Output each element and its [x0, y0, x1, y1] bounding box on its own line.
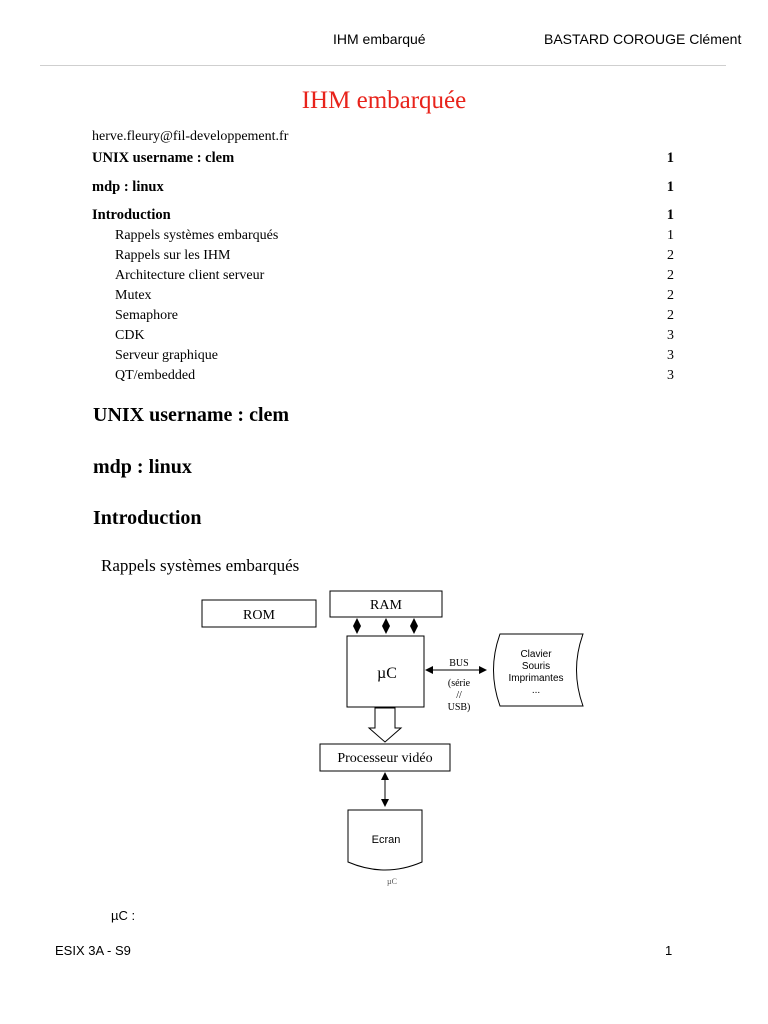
heading-unix-username: UNIX username : clem: [93, 404, 290, 426]
heading-mdp: mdp : linux: [93, 456, 192, 478]
rom-label: ROM: [243, 608, 275, 623]
toc-entry-label: Rappels systèmes embarqués: [115, 228, 279, 243]
architecture-diagram: ROM RAM µC BUS (série // USB) Clavier So…: [201, 590, 584, 886]
toc-entry-label: mdp : linux: [92, 179, 164, 195]
document-title: IHM embarquée: [301, 87, 467, 114]
toc-entry-page: 3: [667, 348, 674, 363]
ram-box: [329, 590, 443, 618]
toc-entry[interactable]: Introduction 1: [92, 207, 676, 223]
toc-entry[interactable]: CDK 3: [115, 328, 676, 344]
toc-entry-page: 3: [667, 368, 674, 383]
toc-entry-page: 3: [667, 328, 674, 343]
header-center-text: IHM embarqué: [333, 31, 426, 47]
screen-label: Ecran: [372, 834, 401, 846]
screen-shape: [347, 809, 423, 871]
uc-video-arrow: [367, 707, 403, 743]
header-author: BASTARD COROUGE Clément: [544, 31, 742, 47]
toc-entry[interactable]: Serveur graphique 3: [115, 348, 676, 364]
toc-entry[interactable]: mdp : linux 1: [92, 179, 676, 195]
toc-entry-page: 2: [667, 248, 674, 263]
toc-entry-label: Semaphore: [115, 308, 178, 323]
toc-entry[interactable]: Rappels systèmes embarqués 1: [115, 228, 676, 244]
uc-box: [346, 635, 425, 708]
header-divider: [40, 65, 726, 66]
toc-entry-page: 1: [666, 207, 674, 223]
toc-entry-page: 2: [667, 288, 674, 303]
toc-entry[interactable]: Mutex 2: [115, 288, 676, 304]
peripherals-label: ...: [532, 685, 540, 696]
footer-left-text: ESIX 3A - S9: [55, 943, 131, 958]
diagram-caption: µC: [387, 877, 397, 886]
uc-label: µC: [377, 665, 397, 682]
video-processor-box: [319, 743, 451, 772]
toc-entry-label: CDK: [115, 328, 145, 343]
toc-entry-label: Introduction: [92, 207, 171, 223]
bus-detail: (série: [448, 678, 471, 689]
toc-entry[interactable]: Architecture client serveur 2: [115, 268, 676, 284]
toc-entry-page: 2: [667, 308, 674, 323]
toc-entry-page: 1: [666, 150, 674, 166]
toc-entry-label: Serveur graphique: [115, 348, 219, 363]
bus-detail: USB): [448, 702, 471, 713]
toc-entry[interactable]: Semaphore 2: [115, 308, 676, 324]
toc-entry-label: UNIX username : clem: [92, 150, 235, 166]
peripherals-label: Imprimantes: [508, 673, 563, 684]
toc-entry-page: 1: [666, 179, 674, 195]
toc-entry-label: Mutex: [115, 288, 152, 303]
toc-entry-page: 2: [667, 268, 674, 283]
toc-entry-label: Architecture client serveur: [115, 268, 265, 283]
heading-rappels-systemes: Rappels systèmes embarqués: [101, 556, 300, 575]
bus-label: BUS: [449, 658, 468, 669]
bus-detail: //: [456, 690, 462, 701]
heading-introduction: Introduction: [93, 507, 202, 529]
peripherals-label: Souris: [522, 661, 550, 672]
peripherals-shape: [493, 633, 584, 707]
toc-entry-label: Rappels sur les IHM: [115, 248, 231, 263]
video-processor-label: Processeur vidéo: [337, 751, 432, 766]
uc-body-text: µC :: [111, 908, 136, 923]
email-text: herve.fleury@fil-developpement.fr: [92, 129, 289, 144]
peripherals-label: Clavier: [520, 649, 552, 660]
toc-entry-page: 1: [667, 228, 674, 243]
toc-entry[interactable]: Rappels sur les IHM 2: [115, 248, 676, 264]
rom-box: [201, 599, 317, 628]
toc-entry[interactable]: UNIX username : clem 1: [92, 150, 676, 166]
toc-entry-label: QT/embedded: [115, 368, 196, 383]
toc-entry[interactable]: QT/embedded 3: [115, 368, 676, 384]
ram-label: RAM: [370, 598, 402, 613]
footer-page-number: 1: [665, 943, 673, 958]
